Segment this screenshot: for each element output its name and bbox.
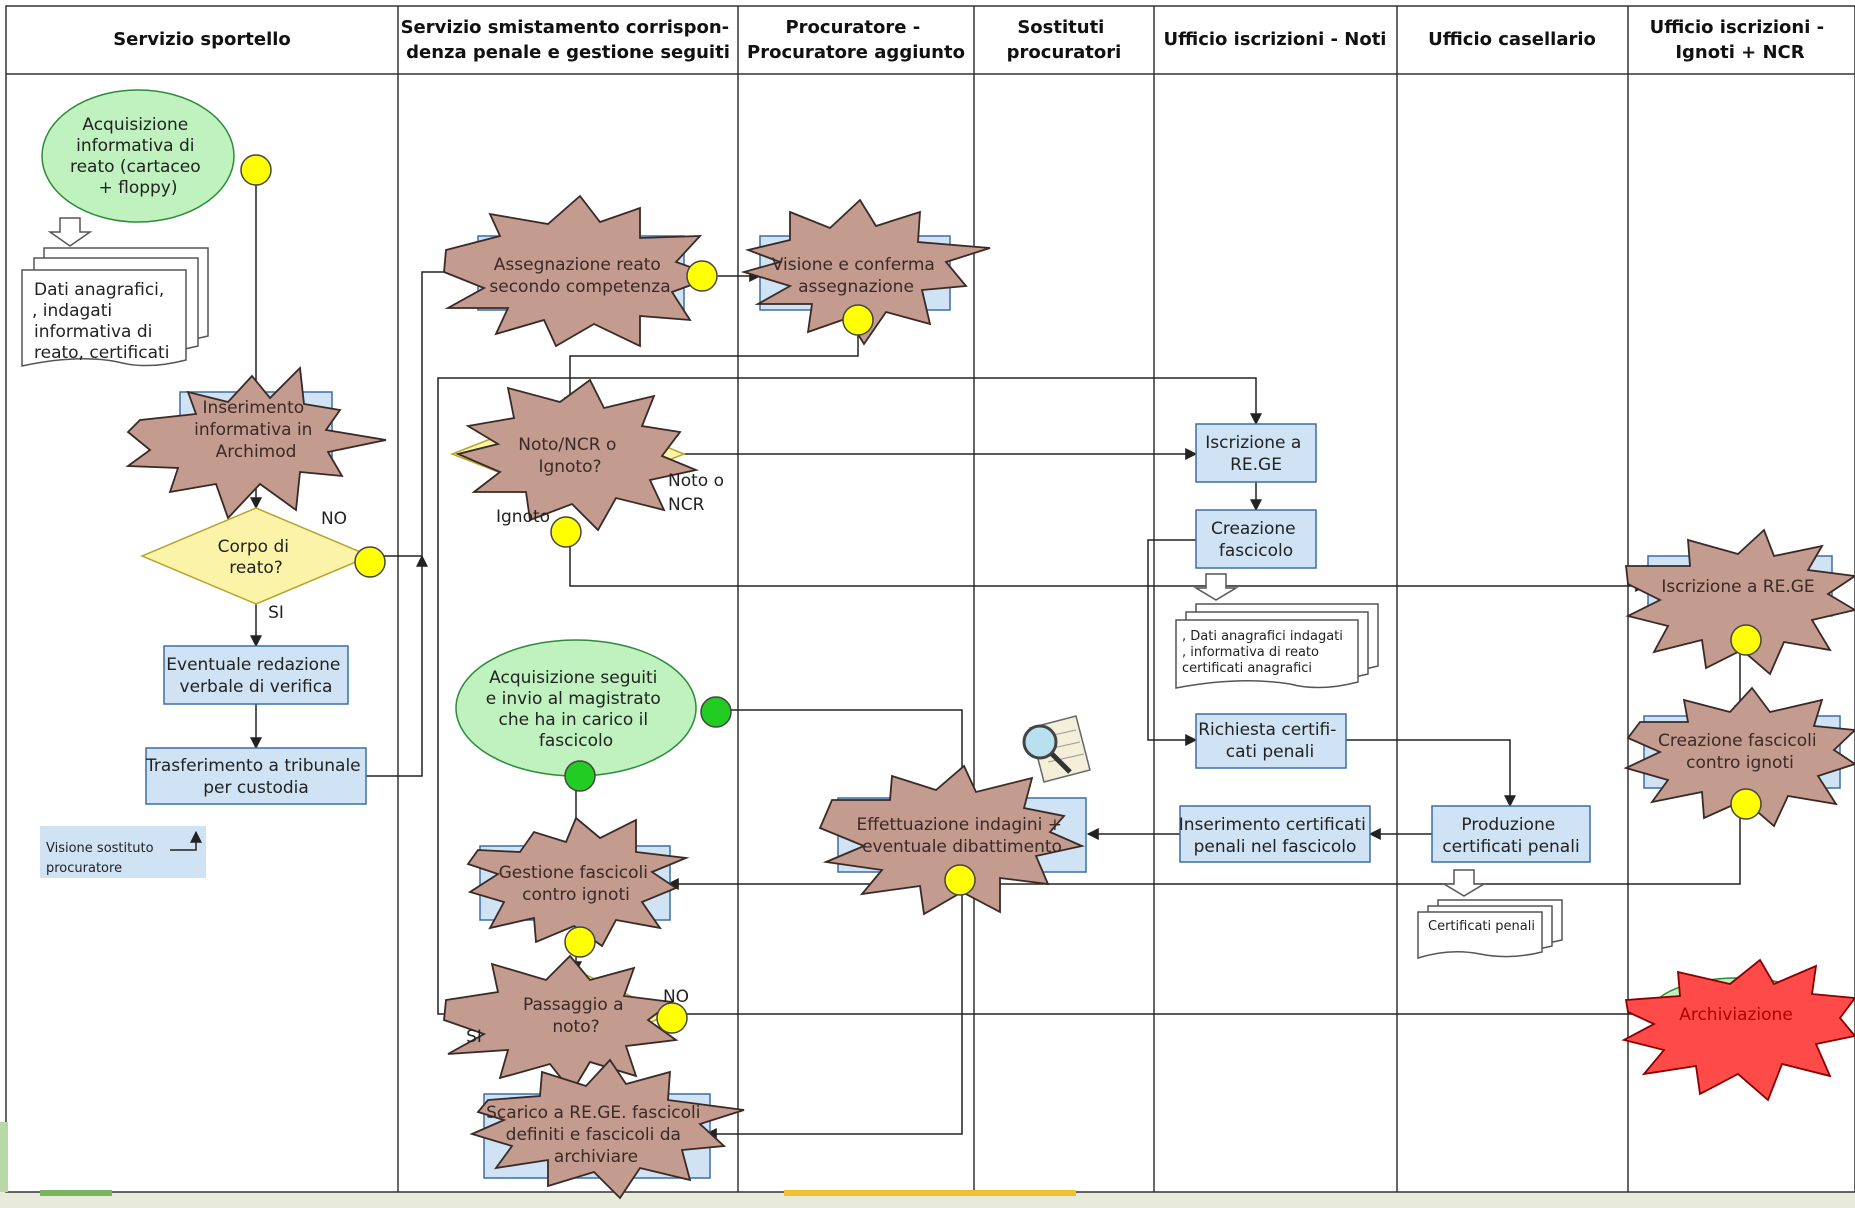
lane-header-sostituti: Sostituti procuratori [1007, 17, 1122, 63]
bottom-center-decoration [784, 1190, 1076, 1196]
legend-visione-sostituto: Visione sostituto procuratore [40, 826, 206, 878]
edge-label-ignoto: Ignoto [496, 507, 550, 527]
node-scarico-rege: Scarico a RE.GE. fascicoli definiti e fa… [469, 1058, 745, 1200]
edge [366, 554, 428, 777]
node-label: Richiesta certifi- cati penali [1198, 720, 1342, 762]
connection-point [550, 516, 582, 548]
edge-label-noto-ncr: Noto o NCR [668, 471, 729, 515]
connection-point [944, 864, 976, 896]
node-passaggio-noto: Passaggio a noto? [443, 954, 679, 1094]
edge [564, 330, 859, 410]
connection-point [1730, 624, 1762, 656]
node-label: Produzione certificati penali [1442, 815, 1579, 857]
doc-dati-indagati: , Dati anagrafici indagati , informativa… [1175, 603, 1379, 689]
node-label: Scarico a RE.GE. fascicoli definiti e fa… [486, 1103, 706, 1167]
connection-point [842, 304, 874, 336]
lane-frame [5, 5, 1855, 1193]
connection-point [1730, 788, 1762, 820]
outline-down-arrow-icon [47, 217, 93, 247]
doc-dati-anagrafici: Dati anagrafici, , indagati informativa … [21, 247, 209, 367]
edge [1346, 739, 1516, 808]
node-archiviazione: Archiviazione [1621, 958, 1855, 1102]
edge [666, 800, 1741, 890]
node-visione-conferma: Visione e conferma assegnazione [740, 198, 991, 346]
node-label: Creazione fascicolo [1211, 519, 1301, 561]
legend-text-2: procuratore [46, 861, 122, 876]
edge [1147, 539, 1198, 746]
node-label: Acquisizione informativa di reato (carta… [70, 115, 206, 198]
node-richiesta-certificati: Richiesta certifi- cati penali [1195, 713, 1347, 769]
lane-header-smistamento: Servizio smistamento corrispon- denza pe… [401, 17, 736, 63]
node-inserimento-archimod: Inserimento informativa in Archimod [125, 366, 387, 520]
node-label: Gestione fascicoli contro ignoti [499, 863, 654, 905]
doc-certificati-penali: Certificati penali [1417, 899, 1563, 960]
node-effettuazione-indagini: Effettuazione indagini + eventuale dibat… [818, 764, 1087, 916]
connection-point [564, 760, 596, 792]
node-redazione-verbale: Eventuale redazione verbale di verifica [163, 645, 349, 705]
node-label: Archiviazione [1679, 1005, 1793, 1025]
edge-label-no: NO [663, 987, 689, 1007]
node-label: Passaggio a noto? [523, 995, 629, 1037]
node-label: Assegnazione reato secondo competenza [489, 255, 670, 297]
node-label: Effettuazione indagini + eventuale dibat… [857, 815, 1068, 857]
left-edge-decoration [0, 1122, 8, 1192]
doc-label: , Dati anagrafici indagati , informativa… [1182, 629, 1347, 676]
node-label: Noto/NCR o Ignoto? [518, 435, 622, 477]
connection-point [240, 154, 272, 186]
connection-point [700, 696, 732, 728]
node-creazione-fascicolo: Creazione fascicolo [1195, 509, 1317, 569]
node-label: Iscrizione a RE.GE [1661, 577, 1814, 597]
node-acquisizione-seguiti: Acquisizione seguiti e invio al magistra… [455, 639, 697, 777]
bottom-left-decoration [40, 1190, 112, 1196]
edge-label-si: SI [268, 603, 284, 623]
node-produzione-certificati: Produzione certificati penali [1431, 805, 1591, 863]
node-label: Acquisizione seguiti e invio al magistra… [486, 668, 666, 751]
node-inserimento-certificati: Inserimento certificati penali nel fasci… [1179, 805, 1372, 863]
lane-header-iscrizioni-ignoti: Ufficio iscrizioni - Ignoti + NCR [1650, 17, 1831, 63]
node-noto-ncr-ignoto: Noto/NCR o Ignoto? [449, 378, 700, 532]
connection-point [354, 546, 386, 578]
node-creazione-fascicoli-ignoti: Creazione fascicoli contro ignoti [1623, 686, 1855, 828]
connection-point [686, 260, 718, 292]
node-iscrizione-rege-noti: Iscrizione a RE.GE [1195, 423, 1317, 483]
edge-label-si: SI [466, 1027, 482, 1047]
node-label: Creazione fascicoli contro ignoti [1658, 731, 1822, 773]
edge [569, 540, 1648, 592]
node-label: Inserimento certificati penali nel fasci… [1179, 815, 1372, 857]
doc-label: Dati anagrafici, , indagati informativa … [32, 280, 170, 363]
connection-point [564, 926, 596, 958]
outline-down-arrow-icon [1441, 869, 1487, 897]
node-label: Eventuale redazione verbale di verifica [166, 655, 345, 697]
outline-down-arrow-icon [1193, 573, 1239, 601]
lane-header-iscrizioni-noti: Ufficio iscrizioni - Noti [1164, 29, 1387, 50]
node-gestione-fascicoli-ignoti: Gestione fascicoli contro ignoti [466, 816, 690, 948]
legend-text-1: Visione sostituto [46, 841, 154, 856]
node-label: Visione e conferma assegnazione [772, 255, 941, 297]
node-label: Inserimento informativa in Archimod [194, 398, 318, 462]
node-label: Iscrizione a RE.GE [1205, 433, 1306, 475]
edge [704, 880, 963, 1140]
bottom-strip [0, 1192, 1855, 1208]
start-ellipse [41, 89, 235, 223]
lane-header-procuratore: Procuratore - Procuratore aggiunto [747, 17, 965, 63]
legend-arrow-icon [170, 830, 202, 851]
connection-point [656, 1002, 688, 1034]
edge-label-no: NO [321, 509, 347, 529]
document-magnifier-icon [1022, 715, 1091, 783]
lane-header-casellario: Ufficio casellario [1428, 29, 1596, 50]
node-label: Corpo di reato? [218, 537, 295, 578]
lane-header-sportello: Servizio sportello [113, 29, 291, 50]
node-label: Trasferimento a tribunale per custodia [145, 756, 366, 798]
node-corpo-di-reato: Corpo di reato? [140, 507, 372, 605]
node-iscrizione-rege-ignoti: Iscrizione a RE.GE [1624, 528, 1855, 676]
doc-label: Certificati penali [1428, 919, 1535, 934]
node-assegnazione-reato: Assegnazione reato secondo competenza [443, 194, 719, 348]
node-acquisizione-informativa: Acquisizione informativa di reato (carta… [41, 89, 235, 223]
node-trasferimento-tribunale: Trasferimento a tribunale per custodia [145, 747, 367, 805]
